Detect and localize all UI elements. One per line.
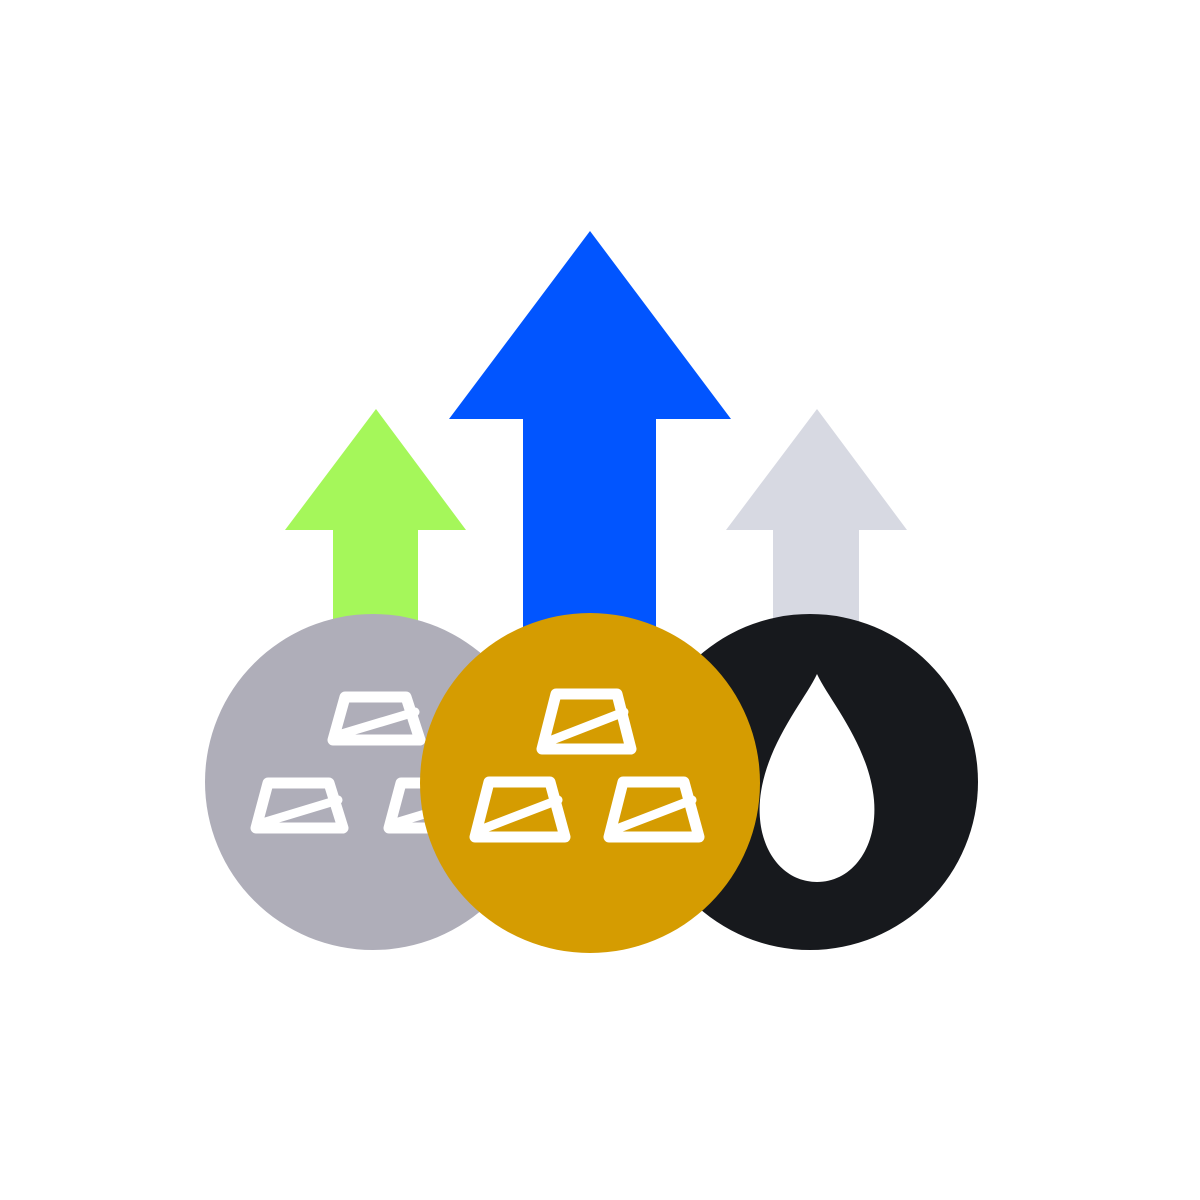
stacked-bars-icon: [469, 688, 705, 843]
silver-rise-arrow-icon: [285, 409, 466, 640]
oil-rise-arrow-icon: [726, 409, 907, 640]
gold-rise-arrow-icon: [449, 231, 731, 660]
drop-icon: [759, 674, 875, 882]
gold-coin-icon: [420, 613, 760, 953]
